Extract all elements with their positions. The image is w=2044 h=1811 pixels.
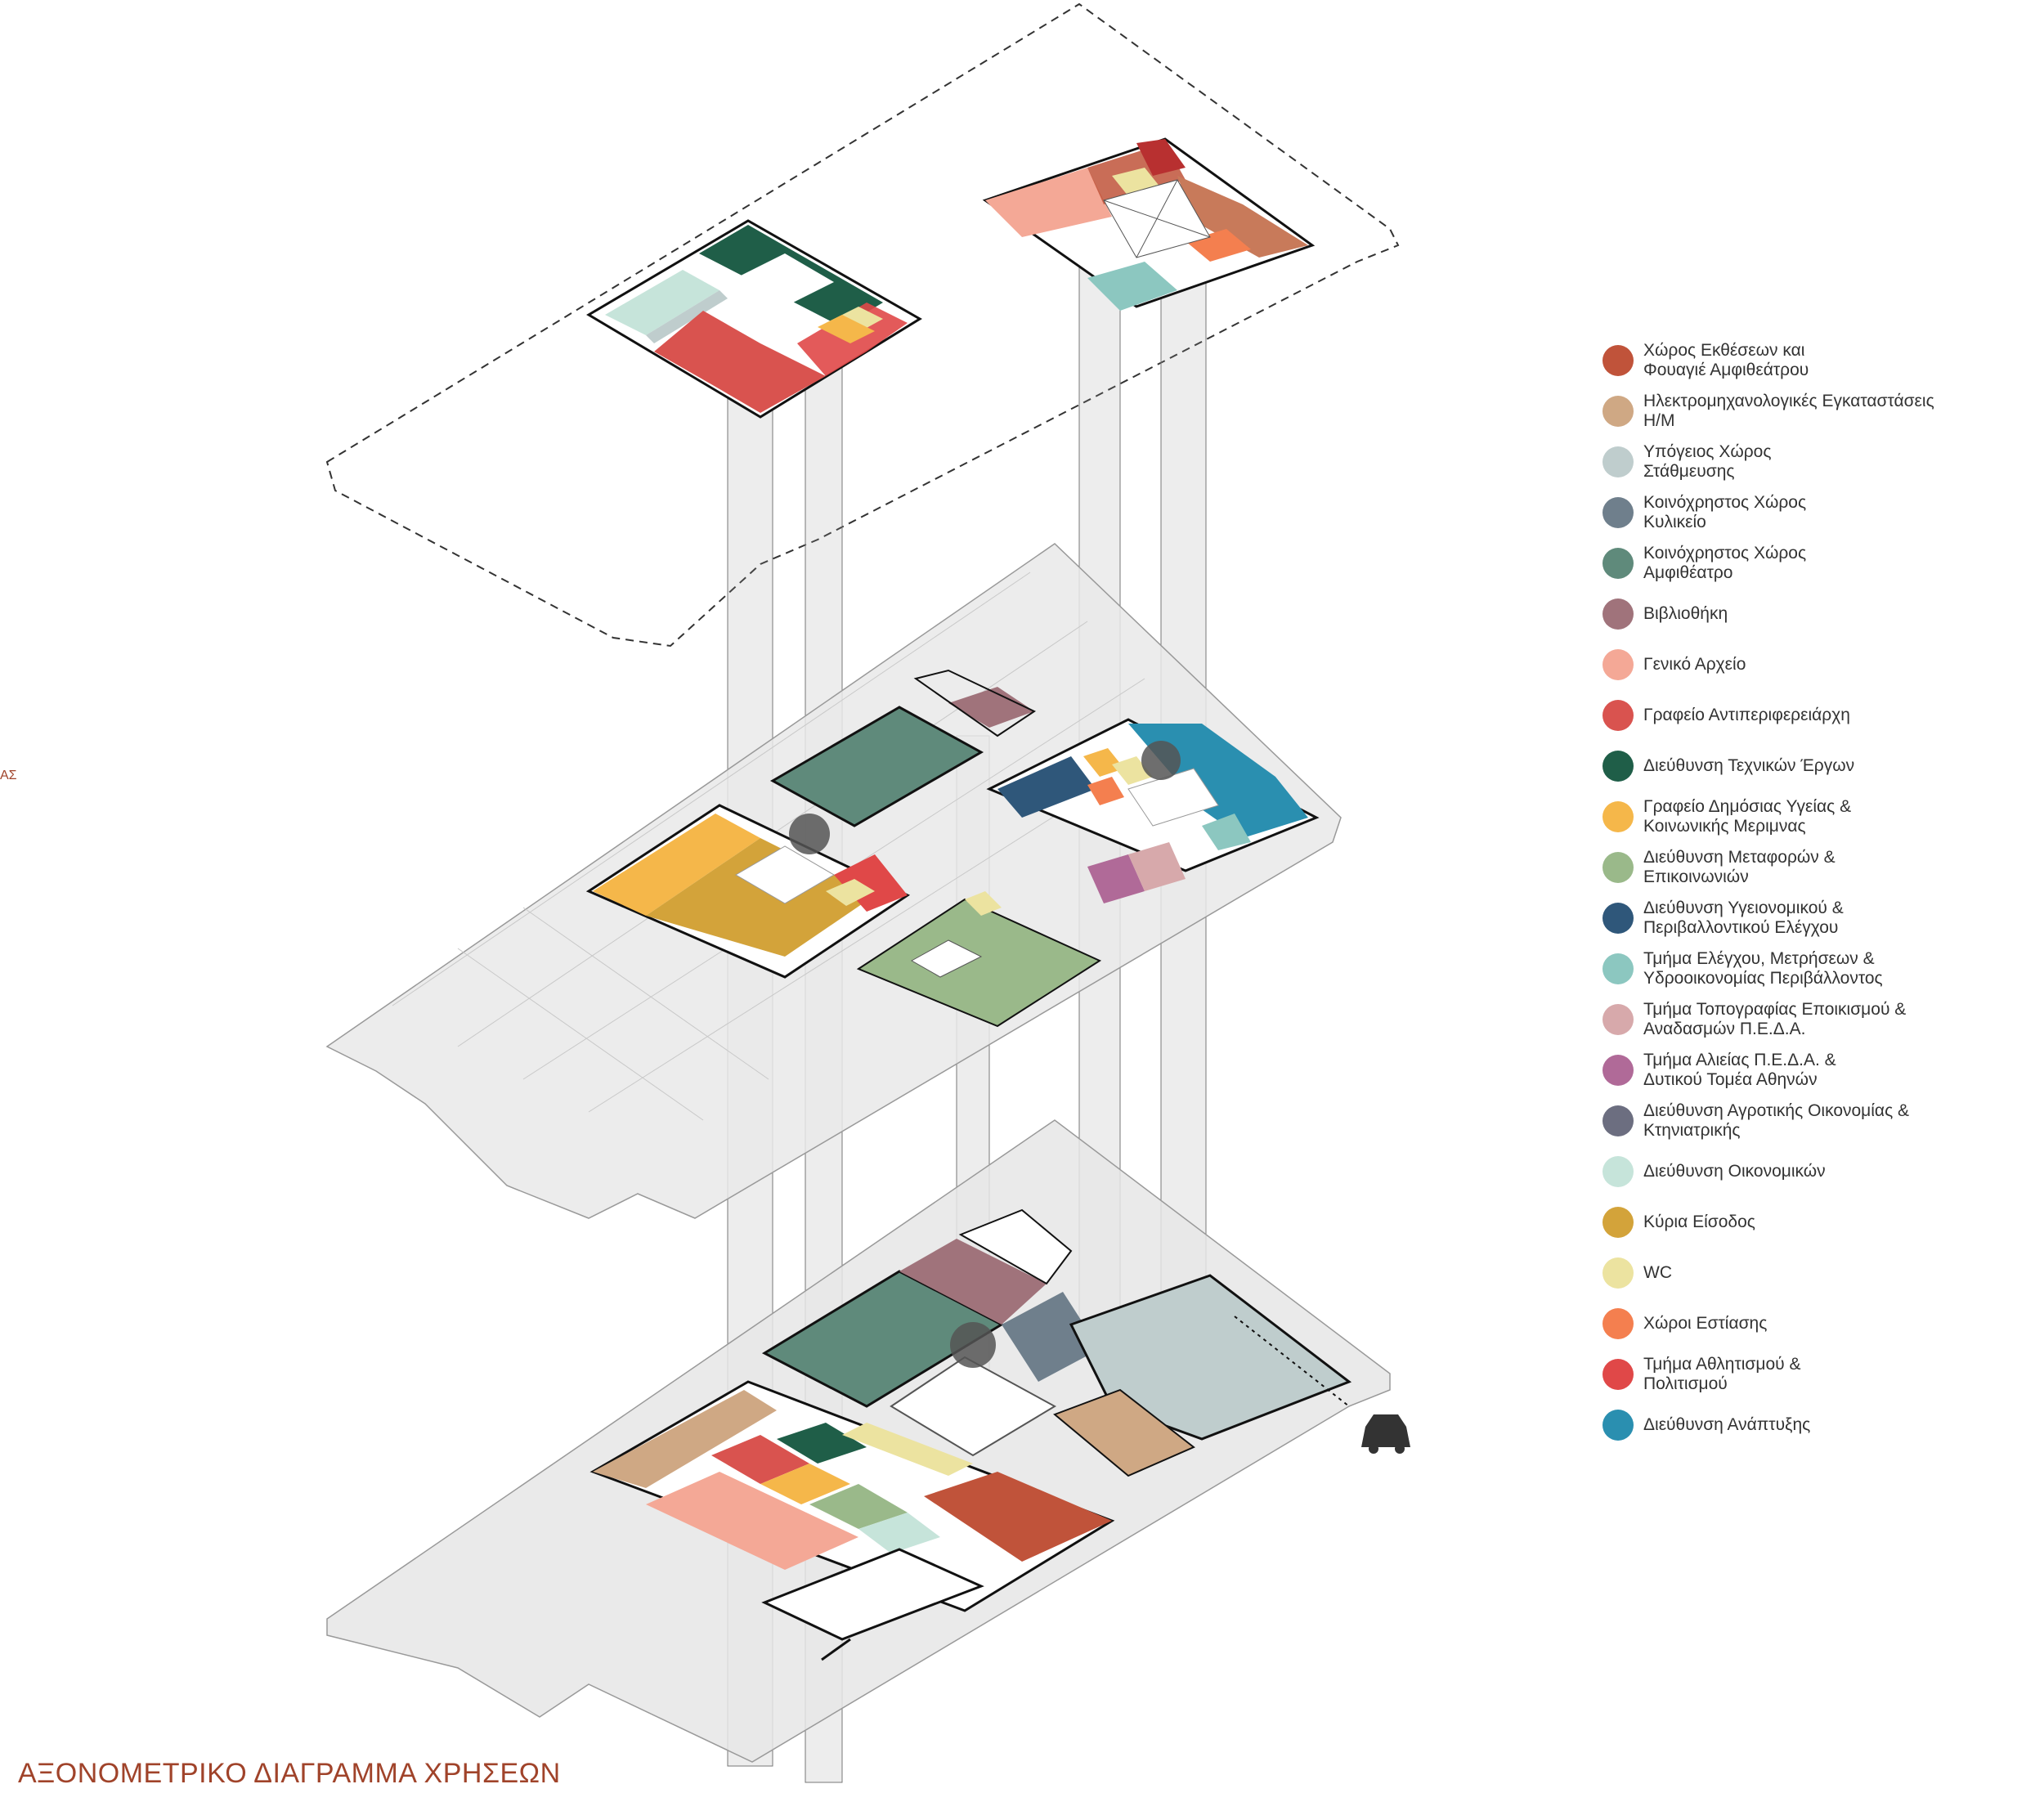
- car-icon: [1361, 1414, 1410, 1454]
- upper-site-outline: [325, 2, 1400, 648]
- upper-left-floor: [586, 219, 922, 419]
- legend-label: WC: [1643, 1263, 1672, 1282]
- lower-mechanical-right: [1053, 1388, 1195, 1477]
- middle-left-block: [585, 804, 911, 979]
- legend-swatch: [1602, 852, 1634, 883]
- legend-swatch: [1602, 649, 1634, 680]
- legend-label: Βιβλιοθήκη: [1643, 604, 1728, 623]
- middle-amphitheatre: [769, 669, 1037, 827]
- legend-item: Κύρια Είσοδος: [1602, 1197, 2028, 1248]
- legend-item: Διεύθυνση Τεχνικών Έργων: [1602, 741, 2028, 791]
- legend-label: Διεύθυνση Οικονομικών: [1643, 1162, 1826, 1181]
- legend-swatch: [1602, 497, 1634, 528]
- legend-item: Διεύθυνση Ανάπτυξης: [1602, 1400, 2028, 1450]
- legend-swatch: [1602, 345, 1634, 376]
- legend-label: Διεύθυνση Αγροτικής Οικονομίας & Κτηνιατ…: [1643, 1101, 1910, 1140]
- legend-label: Διεύθυνση Υγειονομικού & Περιβαλλοντικού…: [1643, 899, 1844, 937]
- legend-item: Τμήμα Ελέγχου, Μετρήσεων & Υδροοικονομία…: [1602, 944, 2028, 994]
- axonometric-diagram: [325, 2, 1410, 1783]
- legend-label: Διεύθυνση Τεχνικών Έργων: [1643, 756, 1855, 775]
- lower-amphitheatre: [761, 1208, 1100, 1457]
- legend-label: Ηλεκτρομηχανολογικές Εγκαταστάσεις Η/Μ: [1643, 392, 1934, 430]
- legend-swatch: [1602, 1359, 1634, 1390]
- legend-swatch: [1602, 1410, 1634, 1441]
- legend-label: Διεύθυνση Μεταφορών & Επικοινωνιών: [1643, 848, 1836, 886]
- legend-label: Γραφείο Δημόσιας Υγείας & Κοινωνικής Μερ…: [1643, 797, 1852, 836]
- side-text-fragment: ΑΣ: [0, 769, 17, 782]
- legend-item: Διεύθυνση Υγειονομικού & Περιβαλλοντικού…: [1602, 893, 2028, 944]
- legend-item: Υπόγειος Χώρος Στάθμευσης: [1602, 437, 2028, 487]
- legend-item: Ηλεκτρομηχανολογικές Εγκαταστάσεις Η/Μ: [1602, 386, 2028, 437]
- legend-swatch: [1602, 953, 1634, 984]
- legend-item: Διεύθυνση Οικονομικών: [1602, 1146, 2028, 1197]
- legend-swatch: [1602, 1156, 1634, 1187]
- legend-item: Γραφείο Αντιπεριφερειάρχη: [1602, 690, 2028, 741]
- legend-label: Τμήμα Τοπογραφίας Εποικισμού & Αναδασμών…: [1643, 1000, 1907, 1038]
- legend-item: Διεύθυνση Αγροτικής Οικονομίας & Κτηνιατ…: [1602, 1096, 2028, 1146]
- legend-label: Κύρια Είσοδος: [1643, 1213, 1755, 1231]
- legend-label: Γενικό Αρχείο: [1643, 655, 1746, 674]
- legend-item: Τμήμα Τοπογραφίας Εποικισμού & Αναδασμών…: [1602, 994, 2028, 1045]
- legend-swatch: [1602, 548, 1634, 579]
- legend-label: Τμήμα Αλιείας Π.Ε.Δ.Α. & Δυτικού Τομέα Α…: [1643, 1051, 1836, 1089]
- legend-item: Γραφείο Δημόσιας Υγείας & Κοινωνικής Μερ…: [1602, 791, 2028, 842]
- lower-main-block: [589, 1380, 1115, 1641]
- legend-swatch: [1602, 751, 1634, 782]
- legend-swatch: [1602, 801, 1634, 832]
- legend-label: Τμήμα Αθλητισμού & Πολιτισμού: [1643, 1355, 1801, 1393]
- legend-swatch: [1602, 1308, 1634, 1339]
- legend-swatch: [1602, 396, 1634, 427]
- page-title: ΑΞΟΝΟΜΕΤΡΙΚΟ ΔΙΑΓΡΑΜΜΑ ΧΡΗΣΕΩΝ: [18, 1758, 561, 1789]
- legend-label: Κοινόχρηστος Χώρος Κυλικείο: [1643, 493, 1807, 531]
- legend-swatch: [1602, 700, 1634, 731]
- legend-item: Χώροι Εστίασης: [1602, 1298, 2028, 1349]
- legend-item: Βιβλιοθήκη: [1602, 589, 2028, 639]
- legend-item: Κοινόχρηστος Χώρος Κυλικείο: [1602, 487, 2028, 538]
- legend-swatch: [1602, 1105, 1634, 1136]
- tree-icon: [789, 741, 1181, 1368]
- legend-label: Υπόγειος Χώρος Στάθμευσης: [1643, 442, 1772, 481]
- legend-label: Κοινόχρηστος Χώρος Αμφιθέατρο: [1643, 544, 1807, 582]
- legend-item: WC: [1602, 1248, 2028, 1298]
- legend-swatch: [1602, 1004, 1634, 1035]
- legend-item: Κοινόχρηστος Χώρος Αμφιθέατρο: [1602, 538, 2028, 589]
- legend-item: Χώρος Εκθέσεων και Φουαγιέ Αμφιθεάτρου: [1602, 335, 2028, 386]
- legend-swatch: [1602, 598, 1634, 630]
- legend-label: Τμήμα Ελέγχου, Μετρήσεων & Υδροοικονομία…: [1643, 949, 1883, 988]
- legend-swatch: [1602, 1257, 1634, 1289]
- middle-green-block: [856, 891, 1102, 1028]
- legend-swatch: [1602, 903, 1634, 934]
- lower-parking: [1069, 1274, 1352, 1441]
- legend-item: Τμήμα Αλιείας Π.Ε.Δ.Α. & Δυτικού Τομέα Α…: [1602, 1045, 2028, 1096]
- legend-item: Γενικό Αρχείο: [1602, 639, 2028, 690]
- legend-label: Χώρος Εκθέσεων και Φουαγιέ Αμφιθεάτρου: [1643, 341, 1809, 379]
- legend-swatch: [1602, 446, 1634, 477]
- legend-item: Τμήμα Αθλητισμού & Πολιτισμού: [1602, 1349, 2028, 1400]
- legend-label: Χώροι Εστίασης: [1643, 1314, 1768, 1333]
- exit-arrow-icon: [821, 1638, 851, 1661]
- legend-item: Διεύθυνση Μεταφορών & Επικοινωνιών: [1602, 842, 2028, 893]
- upper-right-floor: [982, 137, 1316, 311]
- legend-swatch: [1602, 1055, 1634, 1086]
- legend-swatch: [1602, 1207, 1634, 1238]
- legend-label: Γραφείο Αντιπεριφερειάρχη: [1643, 706, 1850, 724]
- legend-label: Διεύθυνση Ανάπτυξης: [1643, 1415, 1811, 1434]
